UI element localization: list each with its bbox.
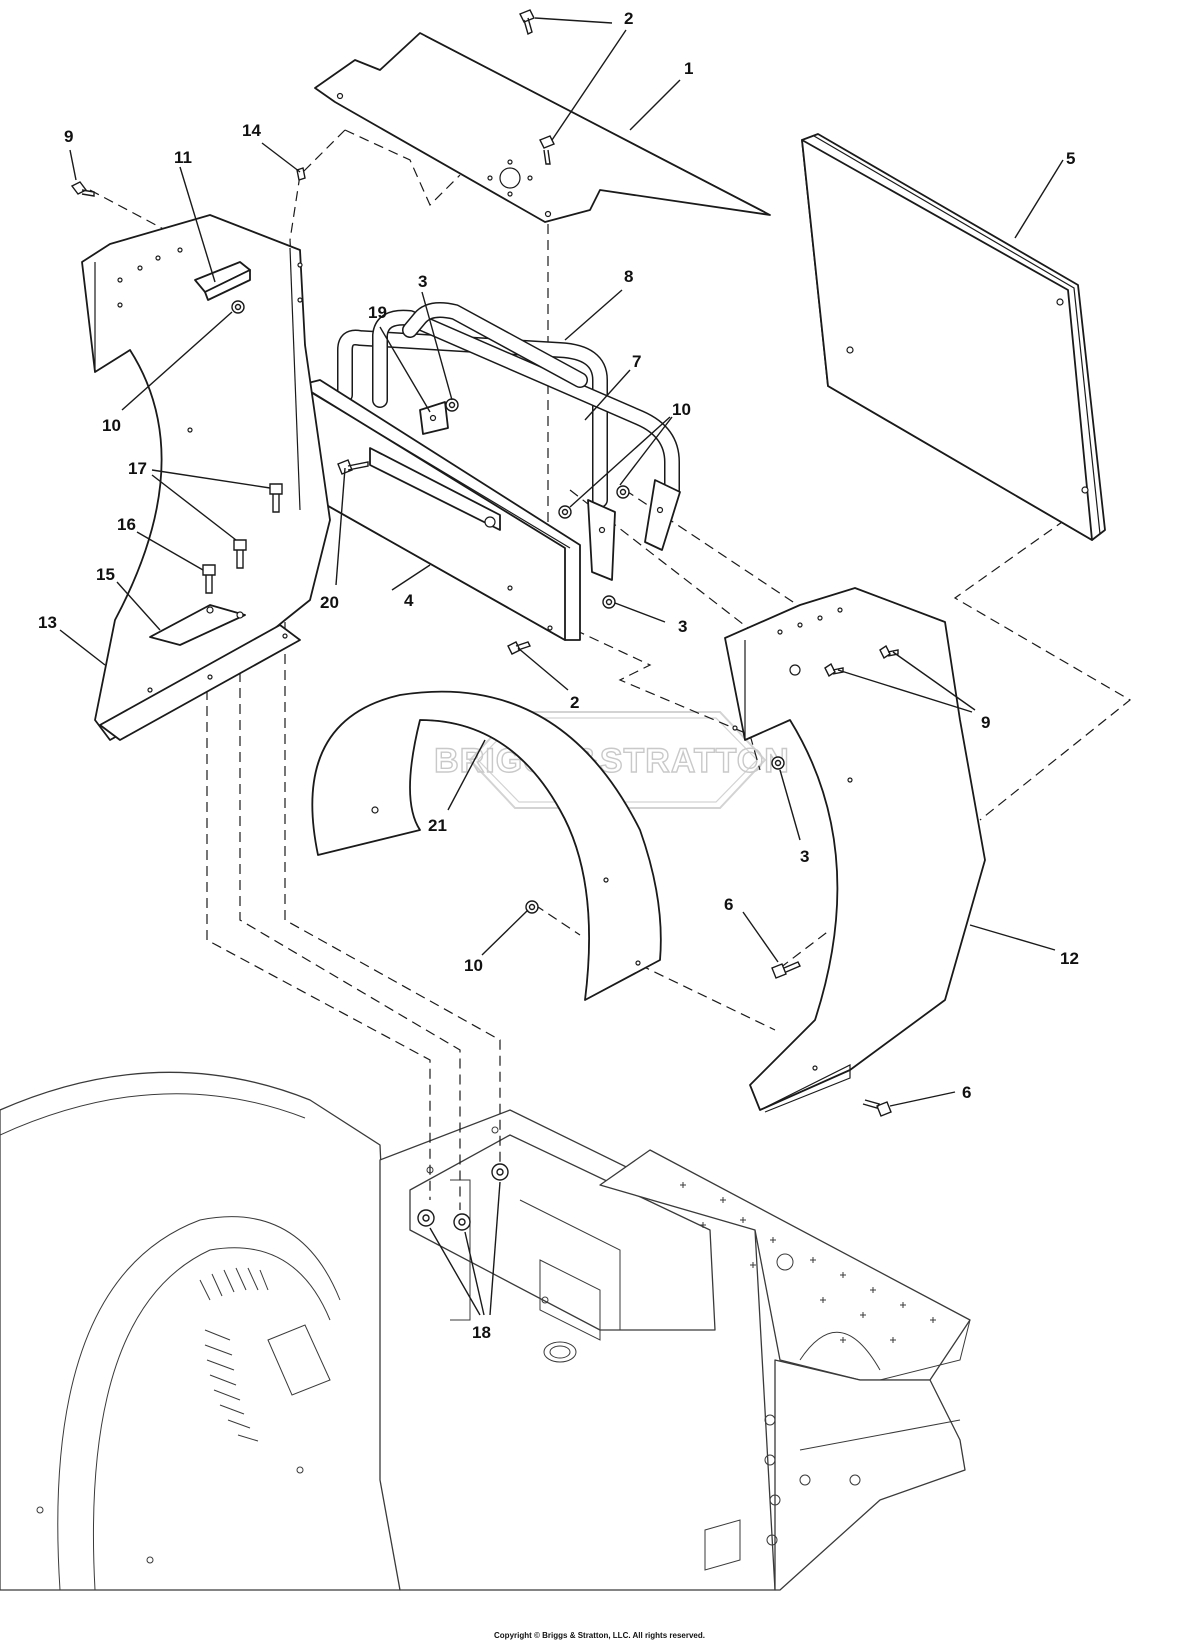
part-8-handle-tube	[337, 302, 681, 581]
callout-6: 6	[724, 895, 733, 914]
callout-8: 8	[624, 267, 633, 286]
callout-3: 3	[678, 617, 687, 636]
callout-7: 7	[632, 352, 641, 371]
callout-11: 11	[174, 148, 192, 167]
part-5-side-panel	[801, 133, 1106, 541]
callout-9: 9	[981, 713, 990, 732]
leader-lines	[59, 17, 1064, 1316]
callout-2: 2	[624, 9, 633, 28]
callout-19: 19	[368, 303, 387, 322]
part-15-bracket	[149, 604, 246, 646]
callout-10: 10	[672, 400, 691, 419]
part-21-shroud	[311, 690, 662, 1001]
callout-17: 17	[128, 459, 147, 478]
callout-18: 18	[472, 1323, 491, 1342]
callout-14: 14	[242, 121, 261, 140]
copyright-notice: Copyright © Briggs & Stratton, LLC. All …	[494, 1631, 705, 1640]
part-19-bracket	[419, 401, 449, 435]
callout-10: 10	[102, 416, 121, 435]
callout-9: 9	[64, 127, 73, 146]
part-1-top-plate	[314, 32, 771, 223]
callout-16: 16	[117, 515, 136, 534]
callout-15: 15	[96, 565, 115, 584]
callout-21: 21	[428, 816, 447, 835]
hardware-fasteners	[70, 9, 899, 1231]
part-13-left-side-plate	[81, 214, 331, 741]
part-4-channel	[299, 379, 581, 641]
callout-13: 13	[38, 613, 57, 632]
callout-20: 20	[320, 593, 339, 612]
callout-2: 2	[570, 693, 579, 712]
callout-3: 3	[800, 847, 809, 866]
callout-10: 10	[464, 956, 483, 975]
callout-labels: 1 2 2 3 3 3 4 5 6 6 7 8 9 9 10 10 10 11 …	[38, 9, 1079, 1342]
callout-6: 6	[962, 1083, 971, 1102]
part-11-latch	[194, 261, 251, 301]
callout-3: 3	[418, 272, 427, 291]
part-12-right-side-plate	[724, 587, 986, 1113]
callout-12: 12	[1060, 949, 1079, 968]
watermark-text: BRIGGS&STRATTON	[434, 742, 790, 780]
blower-frame	[0, 1071, 971, 1591]
callout-1: 1	[684, 59, 693, 78]
callout-5: 5	[1066, 149, 1075, 168]
callout-4: 4	[404, 591, 414, 610]
